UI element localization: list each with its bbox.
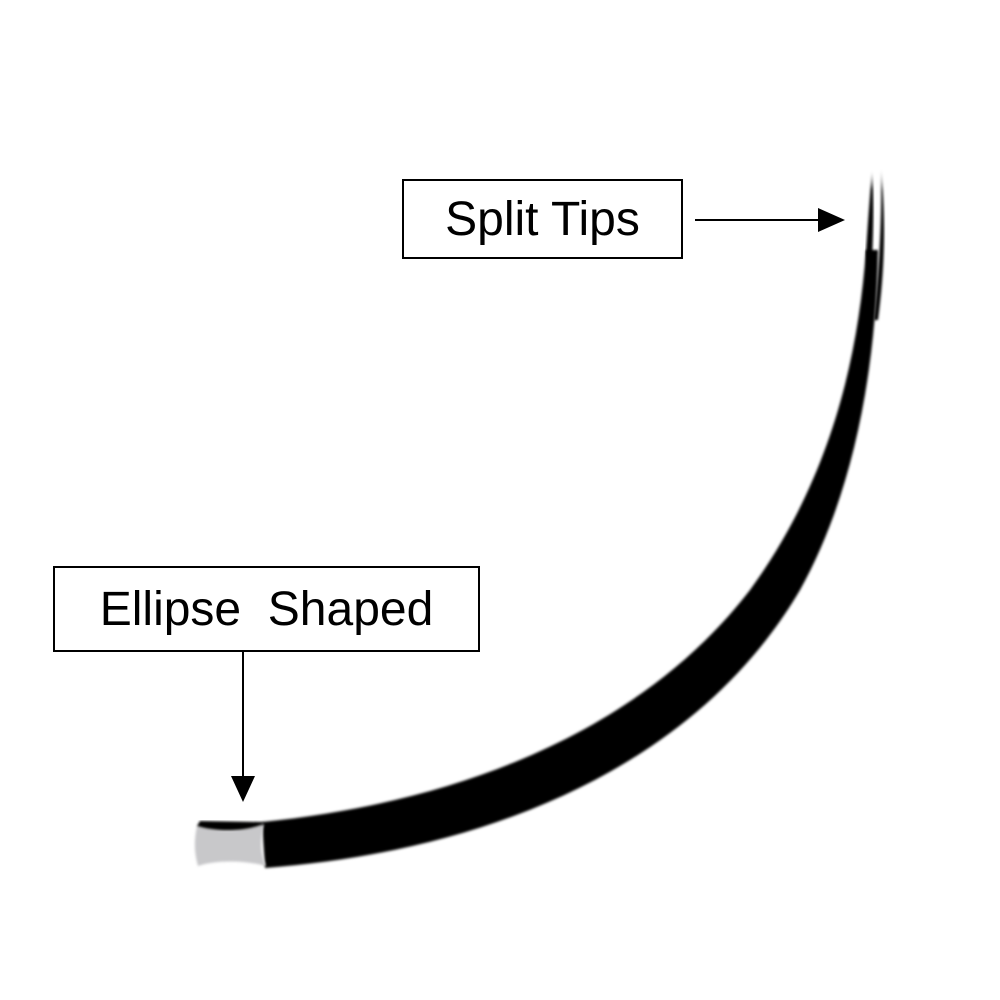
split-tip-left: [866, 170, 874, 300]
split-tips-label: Split Tips: [402, 179, 683, 259]
lash-body: [262, 250, 878, 868]
ellipse-base-cap: [194, 824, 266, 866]
split-tip-right: [874, 168, 885, 320]
split-tips-arrowhead: [818, 208, 845, 232]
base-cap-top-edge: [197, 821, 264, 831]
ellipse-arrowhead: [231, 776, 255, 802]
ellipse-shaped-label: Ellipse Shaped: [53, 566, 480, 652]
